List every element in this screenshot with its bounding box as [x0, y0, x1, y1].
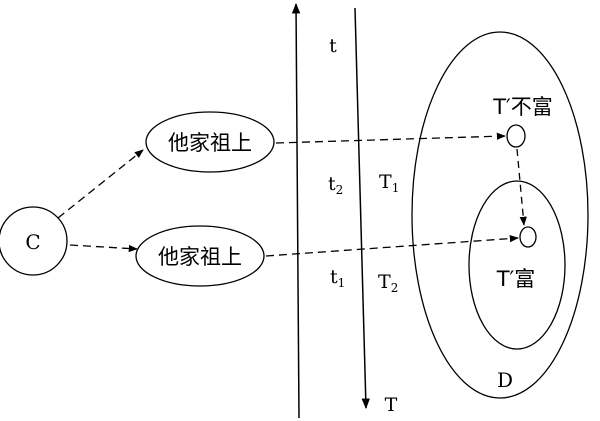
- lower-box-label: 他家祖上: [158, 245, 242, 269]
- arrow-c-to-lower: [69, 244, 138, 253]
- t-label: t: [329, 35, 337, 57]
- T2-label: T2: [378, 271, 398, 295]
- arrow-lower-to-rich: [265, 234, 519, 257]
- T1-label: T1: [379, 171, 399, 195]
- d-label: D: [497, 368, 513, 392]
- rich-small-circle: [519, 226, 537, 248]
- arrow-c-to-upper: [57, 149, 144, 219]
- t1-label: t1: [330, 266, 345, 290]
- not-rich-small-circle: [506, 124, 526, 148]
- lower-box-ellipse: [135, 225, 265, 287]
- right-vertical-axis: [354, 7, 370, 410]
- inner-ellipse: [468, 180, 566, 350]
- node-c-circle: [0, 206, 68, 276]
- t2-label: t2: [328, 173, 343, 197]
- rich-label: T′富: [496, 267, 536, 291]
- left-vertical-axis: [291, 2, 301, 419]
- upper-box-label: 他家祖上: [168, 131, 252, 155]
- arrow-not-rich-to-rich: [516, 148, 527, 226]
- outer-ellipse-d: [411, 31, 589, 399]
- T-axis-label: T: [385, 394, 398, 416]
- node-c-label: C: [25, 230, 40, 254]
- upper-box-ellipse: [145, 111, 275, 173]
- arrow-upper-to-not-rich: [275, 132, 506, 144]
- not-rich-label: T′不富: [492, 95, 553, 119]
